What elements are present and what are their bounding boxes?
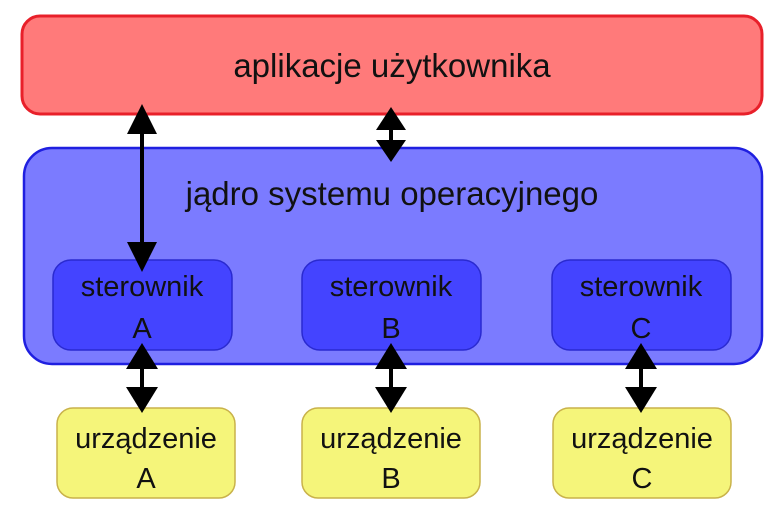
app-layer-label: aplikacje użytkownika [233, 47, 551, 84]
arrow-app-driver-a [127, 104, 157, 272]
kernel-label: jądro systemu operacyjnego [185, 175, 599, 212]
driver-a-line1: sterownik [81, 271, 204, 303]
arrow-driver-device-c [625, 343, 657, 413]
device-a-line1: urządzenie [75, 423, 217, 455]
arrow-app-kernel [376, 107, 406, 162]
device-box-a [56, 407, 236, 499]
device-c-line2: C [632, 463, 653, 495]
device-a-line2: A [136, 463, 156, 495]
driver-b-line2: B [381, 313, 400, 345]
driver-a-line2: A [132, 313, 152, 345]
device-b-line1: urządzenie [320, 423, 462, 455]
driver-b-line1: sterownik [330, 271, 453, 303]
arrow-driver-device-a [126, 343, 158, 413]
device-c-line1: urządzenie [571, 423, 713, 455]
driver-c-line1: sterownik [580, 271, 703, 303]
driver-c-line2: C [631, 313, 652, 345]
device-b-line2: B [381, 463, 400, 495]
arrow-driver-device-b [375, 343, 407, 413]
